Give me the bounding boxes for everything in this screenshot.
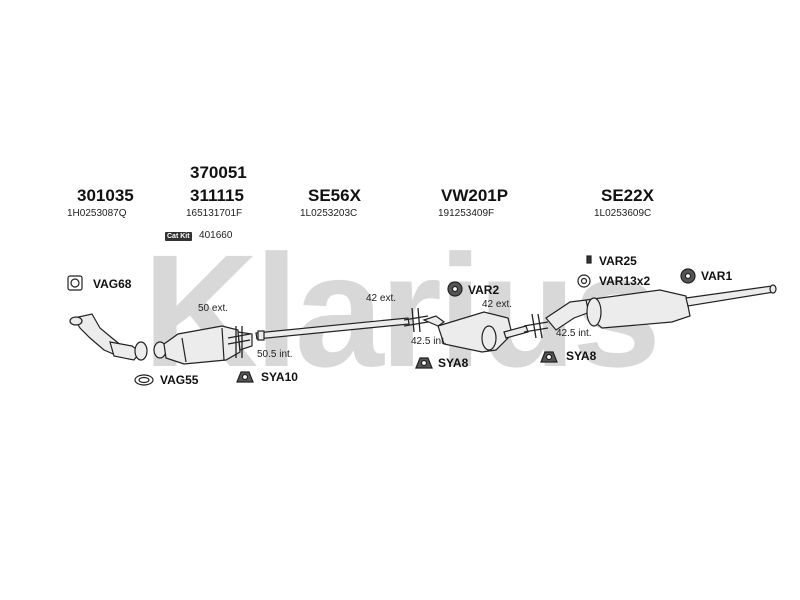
part-number-VW201P: VW201P [441,186,509,205]
fitting-label-VAG55: VAG55 [160,373,199,387]
fitting-label-SYA8-rear: SYA8 [566,349,597,363]
cat-kit: Cat Kit 401660 [165,225,232,243]
joint-marks [227,307,549,358]
oe-ref-1L0253609C: 1L0253609C [594,208,652,219]
fitting-label-SYA8: SYA8 [438,356,469,370]
part-number-SE22X: SE22X [601,186,654,205]
measure-42-ext-rear: 42 ext. [482,299,513,310]
part-number-301035: 301035 [77,186,134,205]
front-downpipe [69,313,148,361]
part-number-SE56X: SE56X [308,186,361,205]
measure-50-ext: 50 ext. [198,303,229,314]
part-number-311115: 311115 [190,186,244,205]
cat-kit-number: 401660 [199,230,233,241]
measure-42-5-int-rear: 42.5 int. [556,328,592,339]
catalytic-converter [153,325,253,365]
fitting-label-VAR13x2: VAR13x2 [599,274,651,288]
fitting-label-VAR25: VAR25 [599,254,637,268]
measure-42-ext: 42 ext. [366,293,397,304]
oe-ref-1H0253087Q: 1H0253087Q [67,208,127,219]
part-number-370051: 370051 [190,163,247,182]
oe-ref-1L0253203C: 1L0253203C [300,208,358,219]
measure-50-5-int: 50.5 int. [257,349,293,360]
measure-42-5-int: 42.5 int. [411,336,447,347]
fitting-label-VAR1: VAR1 [701,269,733,283]
rear-silencer [545,284,777,331]
fitting-label-VAG68: VAG68 [93,277,132,291]
cat-kit-badge: Cat Kit [165,232,192,241]
bolt-icon [586,255,592,264]
fitting-label-VAR2: VAR2 [468,283,500,297]
oe-ref-191253409F: 191253409F [438,208,495,219]
centre-silencer [422,311,529,353]
fitting-icons [67,255,696,386]
oe-ref-165131701F: 165131701F [186,208,243,219]
middle-pipe [255,317,410,341]
fitting-label-SYA10: SYA10 [261,370,298,384]
